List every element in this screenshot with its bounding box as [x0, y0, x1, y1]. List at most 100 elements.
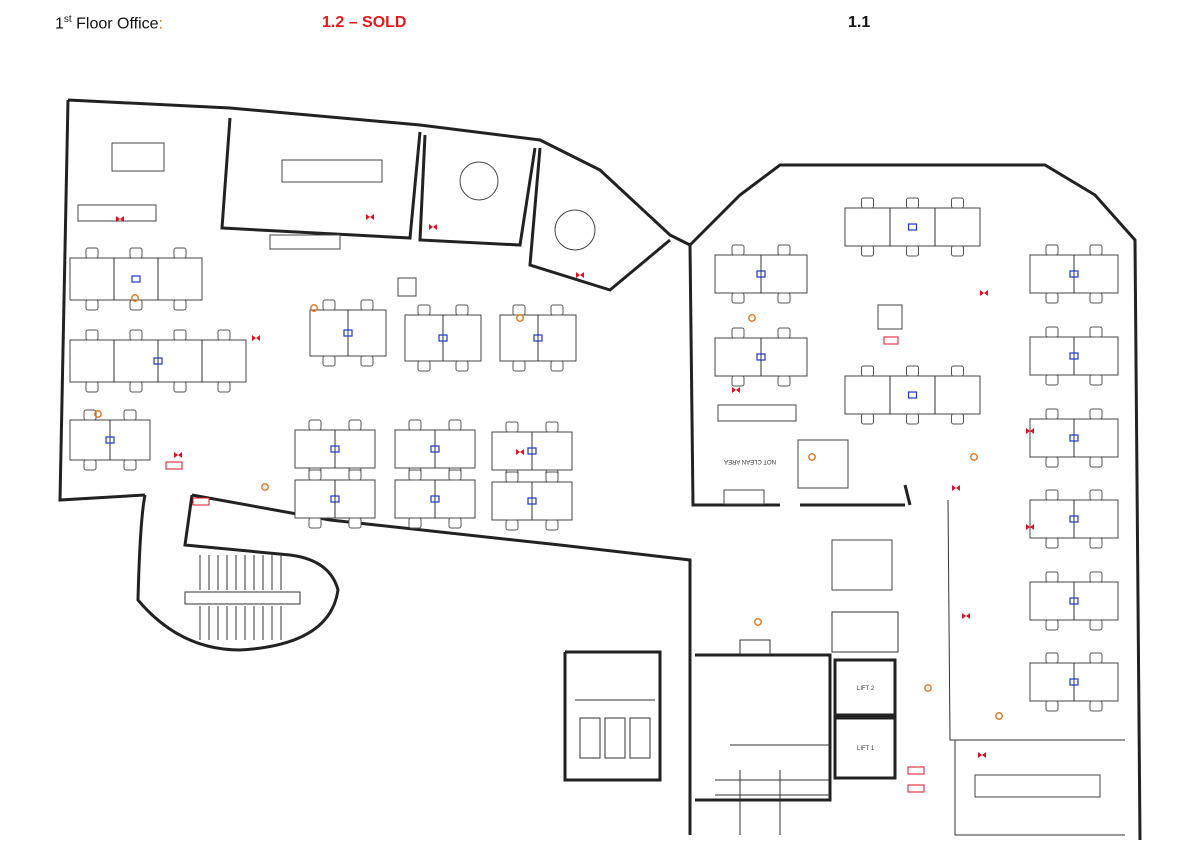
sprinkler-marker — [754, 618, 762, 626]
fire-marker — [732, 387, 740, 393]
sprinkler-marker — [131, 294, 139, 302]
desk-cluster — [404, 304, 482, 372]
desk-cluster — [394, 469, 476, 529]
desk-cluster — [309, 299, 387, 367]
unit-sold-label: 1.2 – SOLD — [322, 14, 407, 31]
monitor — [153, 357, 163, 365]
fire-marker — [429, 224, 437, 230]
chair — [1045, 326, 1059, 338]
monitor — [330, 445, 340, 453]
desk-cluster — [1029, 489, 1119, 549]
chair — [512, 304, 526, 316]
chair — [83, 409, 97, 421]
fire-marker — [978, 752, 986, 758]
desk-cluster — [1029, 408, 1119, 468]
meeting-rooms — [77, 117, 671, 297]
sprinkler-marker — [516, 314, 524, 322]
chair — [308, 517, 322, 529]
chair — [217, 381, 231, 393]
desk-cluster — [714, 327, 808, 387]
chair — [448, 419, 462, 431]
monitor — [1069, 515, 1079, 523]
outer-walls — [58, 98, 1142, 841]
monitor — [756, 353, 766, 361]
chair — [777, 327, 791, 339]
desk-cluster — [491, 421, 573, 481]
sprinkler-marker — [808, 453, 816, 461]
desk-cluster — [1029, 571, 1119, 631]
chair — [545, 421, 559, 433]
floor-title: 1st Floor Office: — [55, 14, 163, 33]
desk-block — [844, 375, 981, 415]
chair — [505, 471, 519, 483]
chair — [545, 519, 559, 531]
chair — [448, 517, 462, 529]
desk-cluster — [1029, 652, 1119, 712]
chair — [173, 329, 187, 341]
desk-clusters-west — [69, 247, 577, 531]
fire-marker — [962, 613, 970, 619]
chair — [360, 299, 374, 311]
monitor — [907, 223, 918, 231]
chair — [1045, 537, 1059, 549]
fire-marker — [952, 485, 960, 491]
fire-marker — [980, 290, 988, 296]
chair — [1089, 292, 1103, 304]
chair — [217, 329, 231, 341]
chair — [731, 244, 745, 256]
monitor — [343, 329, 353, 337]
lift-2-label: LIFT 2 — [857, 686, 875, 692]
chair — [308, 469, 322, 481]
fire-marker — [366, 214, 374, 220]
area-note: NOT CLEAN AREA — [724, 458, 776, 464]
monitor — [1069, 352, 1079, 360]
chair — [861, 245, 874, 257]
chair — [1089, 652, 1103, 664]
chair — [1045, 374, 1059, 386]
monitor — [1069, 678, 1079, 686]
chair — [1045, 619, 1059, 631]
chair — [123, 409, 137, 421]
sign-label — [907, 784, 925, 793]
chair — [1089, 571, 1103, 583]
chair — [1045, 571, 1059, 583]
chair — [861, 365, 874, 377]
chair — [1089, 326, 1103, 338]
chair — [348, 469, 362, 481]
chair — [906, 245, 919, 257]
chair — [906, 197, 919, 209]
chair — [85, 247, 99, 259]
chair — [951, 413, 964, 425]
sprinkler-marker — [924, 684, 932, 692]
chair — [85, 329, 99, 341]
chair — [1045, 292, 1059, 304]
chair — [173, 381, 187, 393]
chair — [1045, 700, 1059, 712]
desk-cluster — [394, 419, 476, 479]
monitor — [131, 275, 141, 283]
monitor — [533, 334, 543, 342]
desk-block — [69, 257, 203, 301]
desk-block — [844, 207, 981, 247]
chair — [1089, 244, 1103, 256]
chair — [408, 517, 422, 529]
chair — [731, 327, 745, 339]
chair — [308, 419, 322, 431]
chair — [1089, 537, 1103, 549]
sign-label — [192, 497, 210, 506]
chair — [777, 244, 791, 256]
monitor — [527, 447, 537, 455]
chair — [1089, 489, 1103, 501]
chair — [512, 360, 526, 372]
chair — [173, 299, 187, 311]
chair — [448, 469, 462, 481]
monitor — [1069, 434, 1079, 442]
chair — [322, 355, 336, 367]
desk-cluster — [491, 471, 573, 531]
desk-clusters-east — [714, 197, 1119, 712]
desk-cluster — [294, 469, 376, 529]
fire-marker — [576, 272, 584, 278]
desk-cluster — [499, 304, 577, 372]
monitor — [756, 270, 766, 278]
fire-marker — [1026, 428, 1034, 434]
